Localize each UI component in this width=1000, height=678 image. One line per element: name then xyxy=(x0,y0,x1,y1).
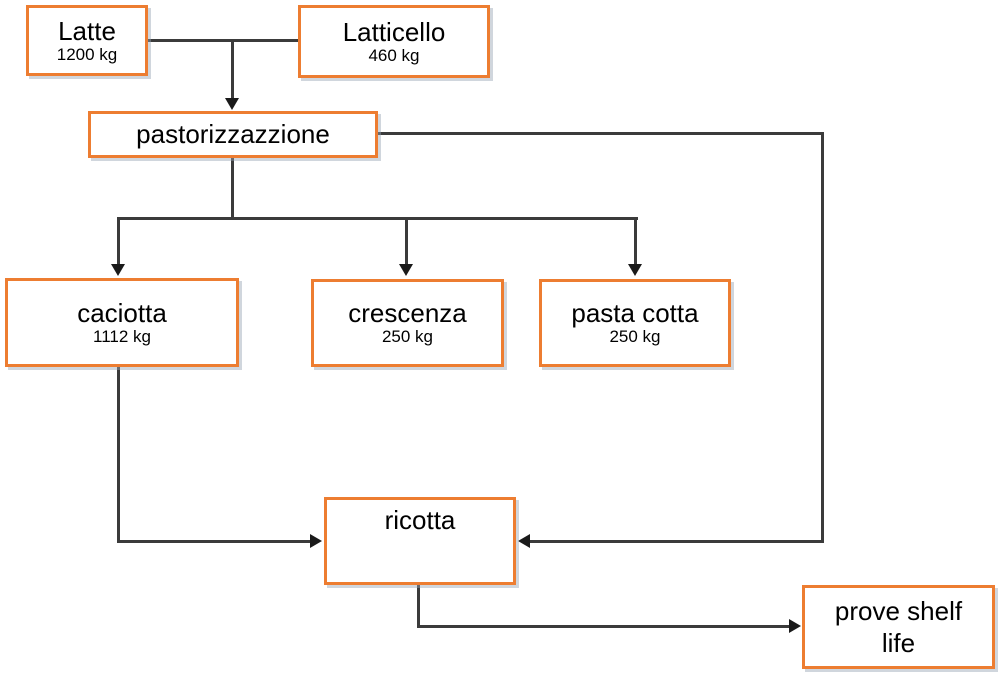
node-crescenza-label: crescenza xyxy=(348,298,467,329)
node-pasta-cotta-quantity: 250 kg xyxy=(609,327,661,347)
edge-latte-latticello-bar xyxy=(146,39,300,42)
node-pastorizzazzione[interactable]: pastorizzazzione xyxy=(88,111,378,158)
node-pasta-cotta[interactable]: pasta cotta 250 kg xyxy=(539,279,731,367)
node-crescenza[interactable]: crescenza 250 kg xyxy=(311,279,504,367)
arrow-into-proveshelflife xyxy=(789,619,801,633)
edge-pastorizzazzione-stem xyxy=(231,155,234,219)
node-caciotta[interactable]: caciotta 1112 kg xyxy=(5,278,239,367)
edge-right-down-to-ricotta xyxy=(821,132,824,542)
node-latticello-label: Latticello xyxy=(342,16,446,47)
node-caciotta-label: caciotta xyxy=(77,297,167,328)
arrow-into-pastacotta xyxy=(628,264,642,276)
arrow-into-ricotta-left xyxy=(310,534,322,548)
edge-caciotta-into-ricotta xyxy=(117,540,311,543)
node-ricotta-label: ricotta xyxy=(384,505,456,535)
node-latticello[interactable]: Latticello 460 kg xyxy=(298,5,490,78)
node-prove-shelf-life-label-line1: prove shelf xyxy=(834,595,963,626)
edge-ricotta-into-proveshelflife xyxy=(417,625,791,628)
edge-to-crescenza xyxy=(405,217,408,267)
node-latte-label: Latte xyxy=(58,15,116,46)
node-latte-quantity: 1200 kg xyxy=(56,44,118,64)
node-latte[interactable]: Latte 1200 kg xyxy=(26,5,148,76)
edge-branch-bar xyxy=(117,217,638,220)
edge-to-pastacotta xyxy=(634,217,637,267)
edge-to-caciotta xyxy=(117,217,120,267)
node-prove-shelf-life-label-line2: life xyxy=(881,628,916,658)
edge-pastorizzazzione-right xyxy=(376,132,824,135)
edge-caciotta-down xyxy=(117,365,120,543)
node-ricotta[interactable]: ricotta xyxy=(324,497,516,585)
arrow-into-caciotta xyxy=(111,264,125,276)
arrow-into-ricotta-right xyxy=(518,534,530,548)
node-prove-shelf-life[interactable]: prove shelf life xyxy=(802,585,995,669)
node-crescenza-quantity: 250 kg xyxy=(381,327,434,347)
arrow-into-crescenza xyxy=(399,264,413,276)
edge-milk-to-pasteurization-stem xyxy=(231,39,234,101)
node-pasta-cotta-label: pasta cotta xyxy=(571,298,699,329)
edge-right-into-ricotta xyxy=(530,540,824,543)
arrow-into-pastorizzazzione xyxy=(225,98,239,110)
node-pastorizzazzione-label: pastorizzazzione xyxy=(136,119,330,150)
edge-ricotta-down xyxy=(417,584,420,627)
node-latticello-quantity: 460 kg xyxy=(368,45,420,65)
node-caciotta-quantity: 1112 kg xyxy=(93,326,151,346)
